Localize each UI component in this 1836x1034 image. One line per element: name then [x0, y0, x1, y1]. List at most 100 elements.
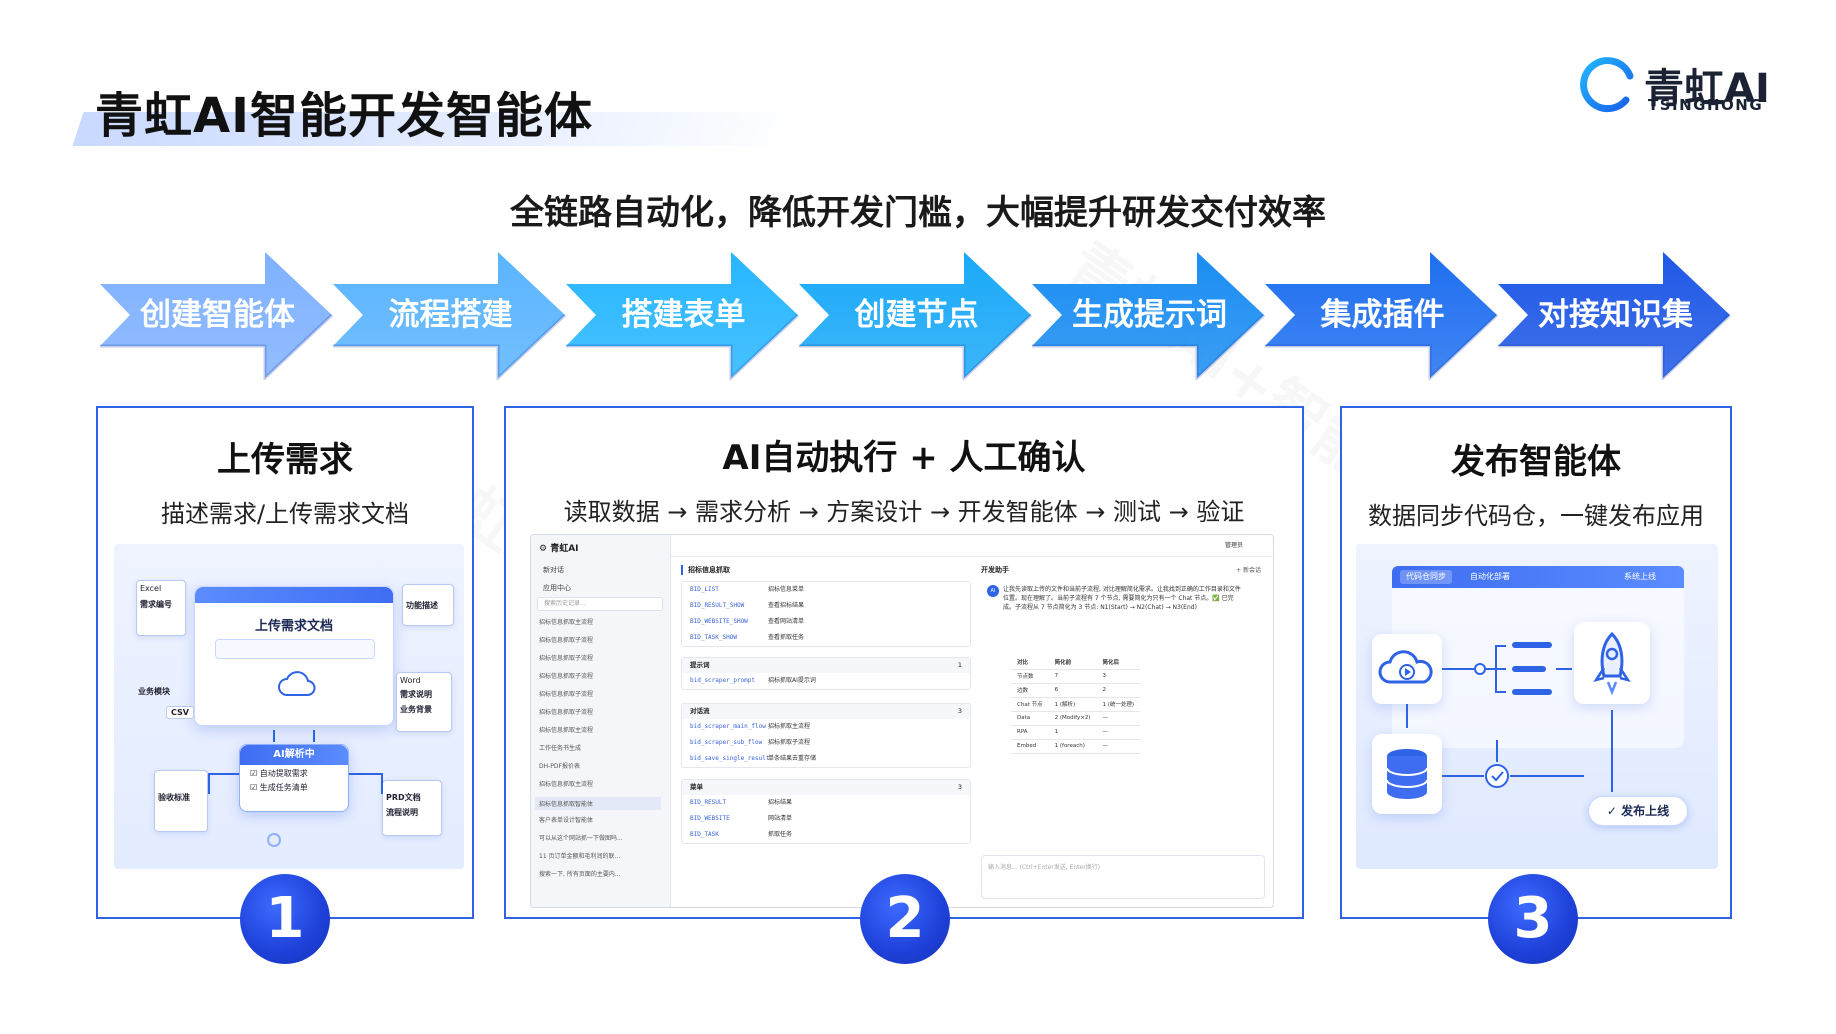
publish-label: 发布上线 — [1621, 804, 1670, 818]
tab-system-launch: 系统上线 — [1624, 572, 1656, 581]
nav-new-chat[interactable]: 新对话 — [543, 566, 564, 574]
table-header-row: 对比简化前简化后 — [1011, 655, 1141, 670]
app-brand: ⚙ 青虹AI — [539, 541, 579, 554]
resource-code: BID_LIST — [690, 586, 719, 593]
video-card — [1372, 634, 1442, 704]
panel-desc: 描述需求/上传需求文档 — [160, 500, 410, 528]
process-step-label: 集成插件 — [1320, 297, 1445, 333]
resource-row[interactable]: bid_scraper_sub_flow 招标抓取子流程 — [682, 735, 970, 751]
new-session-button[interactable]: + 新会话 — [1236, 567, 1261, 574]
resource-desc: 查看抓取任务 — [768, 634, 805, 641]
table-header-cell: 简化前 — [1048, 655, 1097, 670]
history-item[interactable]: 可以从这个网站抓一下做图吗... — [539, 835, 623, 842]
table-cell: 2 — [1096, 683, 1141, 698]
resource-row[interactable]: BID_WEBSITE 网站清单 — [682, 811, 970, 827]
card-count: 3 — [957, 707, 962, 715]
user-menu[interactable]: 管理员 — [1224, 542, 1243, 549]
resource-desc: 招标抓取子流程 — [768, 739, 811, 746]
resource-desc: 招标信息菜单 — [768, 586, 805, 593]
history-item[interactable]: 招标信息抓取子流程 — [539, 673, 594, 680]
history-item[interactable]: 搜索一下, 所有页面的主要内... — [539, 871, 621, 878]
card-title: 提示词 — [690, 661, 710, 669]
bot-icon: ⚙ — [539, 544, 548, 554]
cloud-play-icon — [1378, 650, 1433, 684]
process-step-6: 集成插件 — [1265, 250, 1510, 380]
assistant-title: 开发助手 — [981, 566, 1009, 574]
logo-en: TSINGHONG — [1648, 96, 1764, 114]
table-cell: 1 — [1048, 725, 1097, 740]
table-cell: RPA — [1011, 725, 1049, 740]
ai-parse-row2: 生成任务清单 — [259, 783, 308, 792]
process-step-3: 搭建表单 — [566, 250, 811, 380]
nav-app-center[interactable]: 应用中心 — [543, 584, 571, 592]
upload-window: 上传需求文档 — [194, 586, 394, 726]
window-bar — [195, 587, 393, 603]
resource-row[interactable]: BID_TASK_SHOW 查看抓取任务 — [682, 630, 970, 646]
doc-prd: PRD文档 流程说明 — [382, 780, 442, 836]
table-cell: 1 (统一处理) — [1096, 697, 1141, 712]
table-cell: — — [1096, 711, 1141, 726]
resource-desc: 招标结果 — [768, 799, 793, 806]
history-search-input[interactable]: 搜索历史记录... — [537, 597, 663, 611]
table-cell: Data — [1011, 711, 1049, 726]
history-item[interactable]: 招标信息抓取子流程 — [539, 637, 594, 644]
logo: 青虹AI TSINGHONG — [1578, 54, 1793, 118]
table-cell: Embed — [1011, 739, 1049, 754]
resource-row[interactable]: BID_LIST 招标信息菜单 — [682, 582, 970, 598]
resource-code: bid_scraper_sub_flow — [690, 739, 763, 746]
page-title: 青虹AI智能开发智能体 — [95, 88, 594, 144]
chevron-arrow-icon — [100, 252, 334, 380]
sidebar: ⚙ 青虹AI 新对话 应用中心 搜索历史记录... 招标信息抓取主流程招标信息抓… — [531, 535, 671, 907]
history-item[interactable]: 招标信息抓取子流程 — [539, 691, 594, 698]
logo-cn: 青虹AI — [1644, 66, 1770, 112]
doc-word-sub1: 需求说明 — [400, 690, 432, 699]
doc-excel: Excel 需求编号 — [136, 580, 186, 636]
assistant-message: 让我先读取上传的文件和当前子流程, 对比理解简化需求。让我找到正确的工作目录和文… — [1003, 586, 1241, 611]
table-header-cell: 简化后 — [1096, 655, 1141, 670]
tag-module: 业务模块 — [138, 687, 170, 696]
ai-parse-row: ☑ 自动提取需求 — [250, 769, 308, 778]
pipeline-connectors — [1406, 642, 1613, 792]
table-cell: 1 (解析) — [1048, 697, 1097, 712]
history-item[interactable]: 招标信息抓取智能体 — [535, 797, 661, 810]
resource-desc: 网站清单 — [768, 815, 793, 822]
table-cell: 节点数 — [1011, 669, 1049, 684]
history-item[interactable]: 11 页订单金额和毛利润的联... — [539, 853, 621, 860]
history-item[interactable]: 招标信息抓取子流程 — [539, 655, 594, 662]
window-title: 上传需求文档 — [254, 619, 333, 634]
resource-code: BID_WEBSITE — [690, 815, 730, 822]
history-item[interactable]: 客户表单设计智能体 — [539, 817, 594, 824]
chat-input[interactable]: 输入消息... (Ctrl+Enter发送, Enter换行) — [981, 855, 1265, 899]
ai-parse-head: AI解析中 — [240, 745, 348, 765]
table-cell: 7 — [1048, 669, 1097, 684]
doc-func-label: 功能描述 — [406, 601, 438, 610]
history-item[interactable]: 招标信息抓取子流程 — [539, 709, 594, 716]
history-item[interactable]: 招标信息抓取主流程 — [539, 781, 594, 788]
resource-desc: 查看网站清单 — [768, 618, 805, 625]
history-item[interactable]: 招标信息抓取主流程 — [539, 727, 594, 734]
card-count: 3 — [957, 783, 962, 791]
resource-code: BID_TASK_SHOW — [690, 634, 737, 641]
history-item[interactable]: DH-PDF报价表 — [539, 763, 580, 770]
process-step-label: 创建节点 — [854, 297, 979, 333]
table-cell: — — [1096, 725, 1141, 740]
resource-row[interactable]: bid_save_single_result单条结果去重存储 — [682, 751, 970, 767]
app-screenshot: ⚙ 青虹AI 新对话 应用中心 搜索历史记录... 招标信息抓取主流程招标信息抓… — [530, 534, 1274, 908]
doc-word-sub2: 业务背景 — [400, 705, 432, 714]
history-item[interactable]: 招标信息抓取主流程 — [539, 619, 594, 626]
resource-code: bid_scraper_main_flow — [690, 723, 766, 730]
process-step-label: 对接知识集 — [1538, 297, 1693, 333]
resource-desc: 招标抓取AI提示词 — [768, 677, 816, 684]
history-item[interactable]: 工作任务书生成 — [539, 745, 582, 752]
